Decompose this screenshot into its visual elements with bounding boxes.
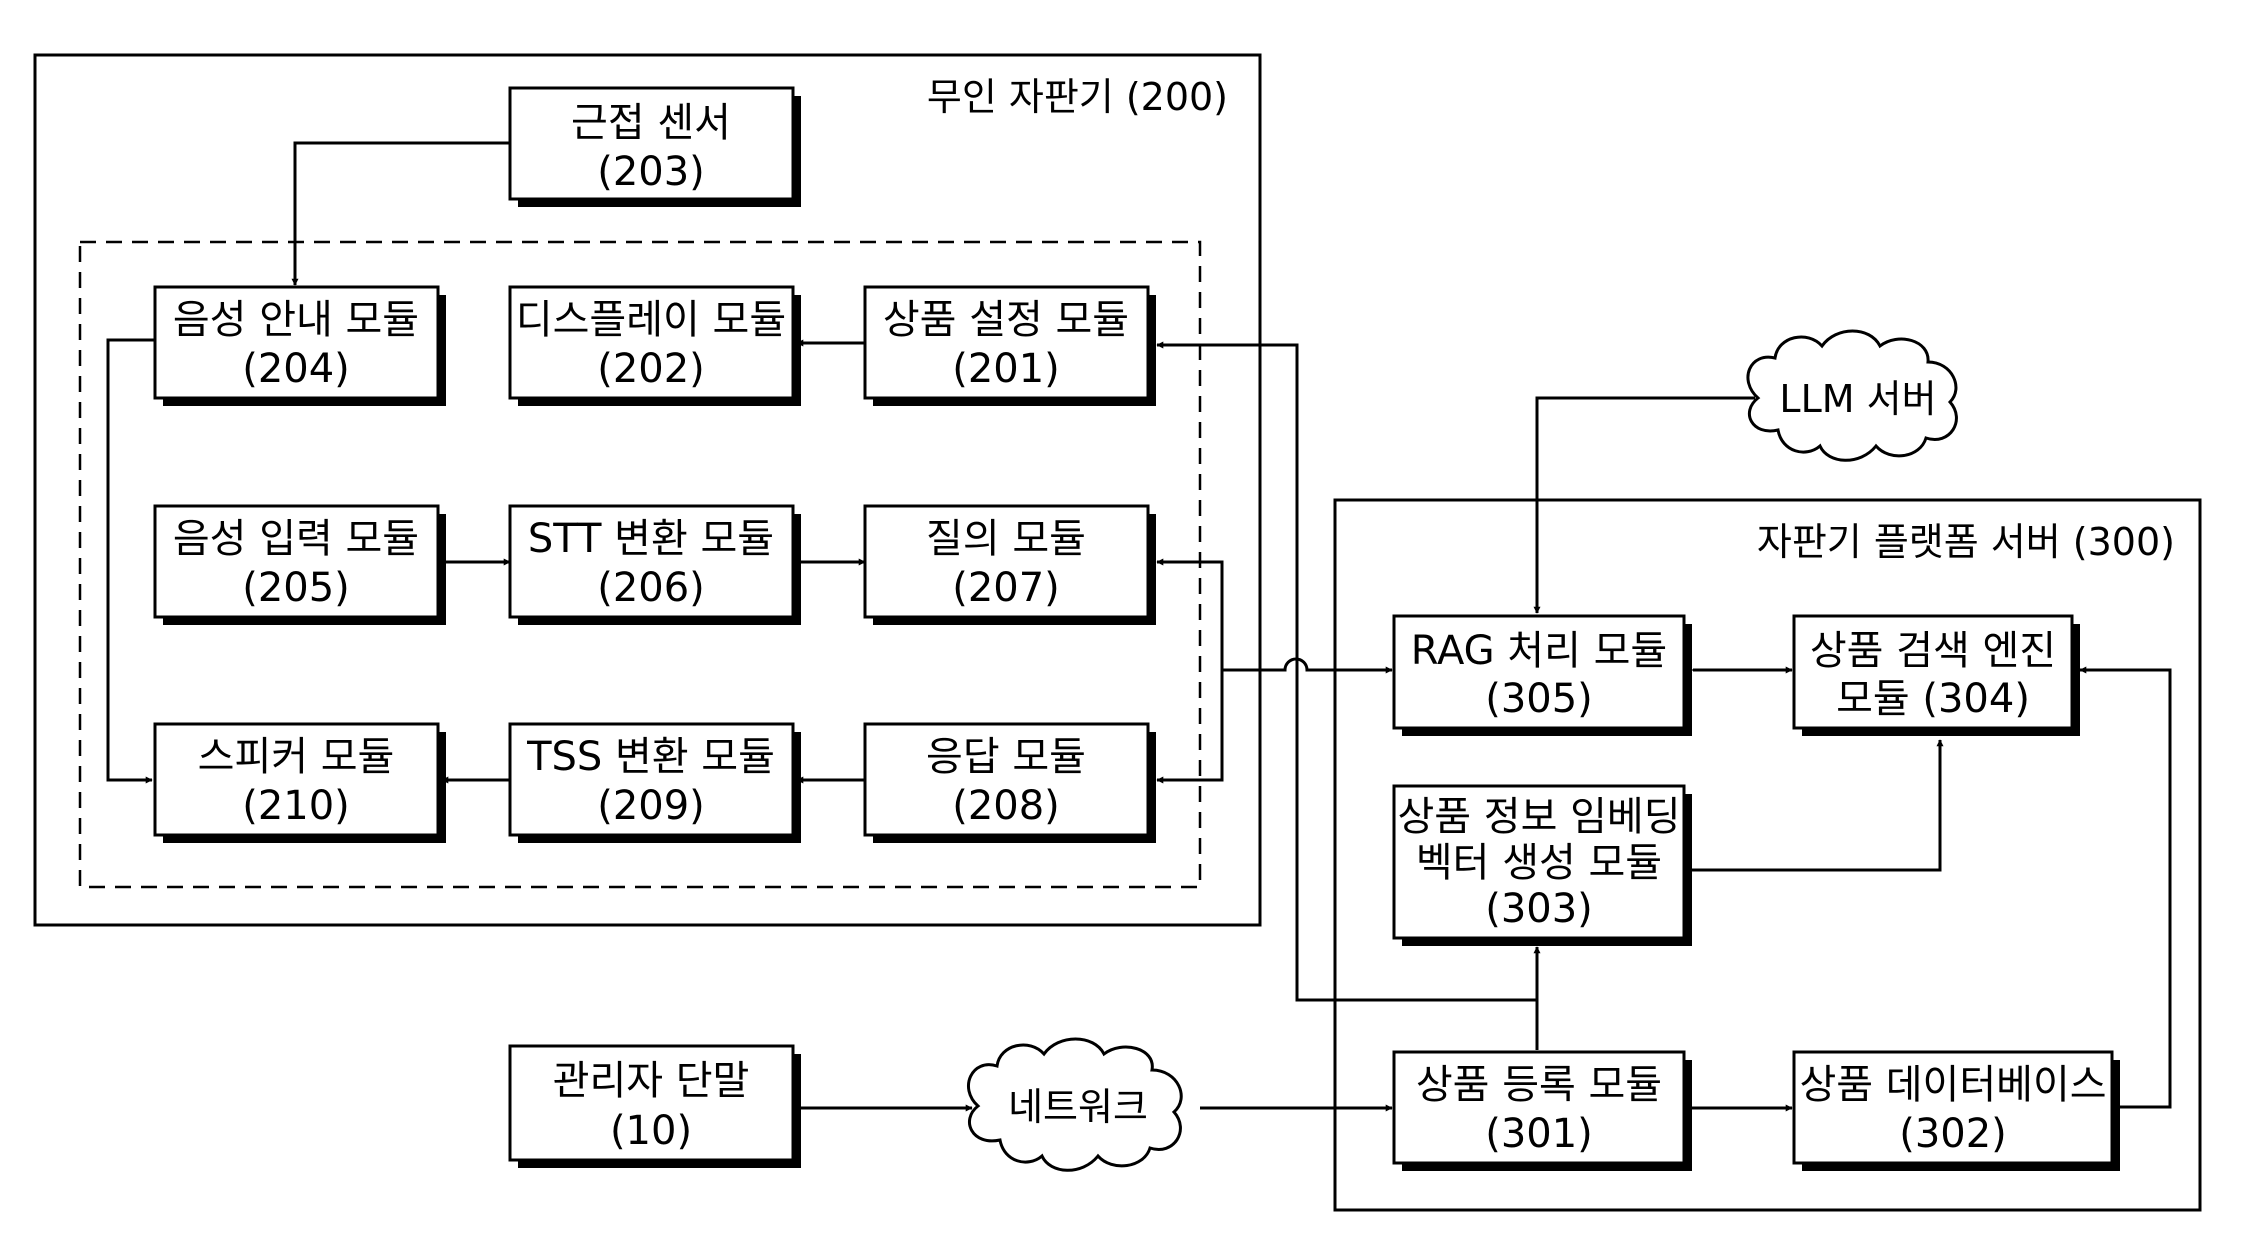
- box-10-line-1: 관리자 단말: [553, 1058, 750, 1104]
- box-201-line-2: (201): [952, 346, 1060, 392]
- box-210-line-2: (210): [242, 783, 350, 829]
- box-203-line-2: (203): [597, 149, 705, 195]
- wire-bus-to-208: [1156, 670, 1224, 784]
- box-305-line-2: (305): [1485, 676, 1593, 722]
- box-302-product-database: 상품 데이터베이스(302): [1792, 1050, 2120, 1171]
- box-202-line-1: 디스플레이 모듈: [516, 297, 786, 343]
- box-204-line-2: (204): [242, 346, 350, 392]
- box-201-product-setting-module: 상품 설정 모듈(201): [863, 285, 1156, 406]
- svg-text:상품 데이터베이스(302): 상품 데이터베이스(302): [1799, 1062, 2106, 1157]
- box-210-line-1: 스피커 모듈: [198, 734, 395, 780]
- box-301-line-1: 상품 등록 모듈: [1416, 1062, 1662, 1108]
- box-303-line-2: 벡터 생성 모듈: [1416, 840, 1662, 886]
- box-207-line-1: 질의 모듈: [926, 516, 1086, 562]
- svg-text:TSS 변환 모듈(209): TSS 변환 모듈(209): [526, 734, 775, 829]
- wire-llm-to-305: [1533, 396, 1755, 614]
- svg-text:상품 설정 모듈(201): 상품 설정 모듈(201): [883, 297, 1129, 392]
- box-208-response-module: 응답 모듈(208): [863, 722, 1156, 843]
- platform-server-title: 자판기 플랫폼 서버 (300): [1757, 520, 2175, 564]
- kiosk-container: 무인 자판기 (200): [33, 53, 1262, 927]
- kiosk-module-group: [78, 240, 1202, 889]
- box-201-line-1: 상품 설정 모듈: [883, 297, 1129, 343]
- box-302-line-1: 상품 데이터베이스: [1799, 1062, 2106, 1108]
- cloud-shape-icon: [967, 1037, 1183, 1172]
- box-305-line-1: RAG 처리 모듈: [1411, 628, 1667, 674]
- kiosk-title: 무인 자판기 (200): [927, 75, 1228, 119]
- wire-203-to-204: [291, 141, 510, 286]
- box-304-line-2: 모듈 (304): [1836, 676, 2030, 722]
- box-203-proximity-sensor: 근접 센서(203): [508, 86, 801, 207]
- box-302-line-2: (302): [1899, 1111, 2007, 1157]
- svg-text:응답 모듈(208): 응답 모듈(208): [926, 734, 1086, 829]
- box-204-line-1: 음성 안내 모듈: [173, 297, 419, 343]
- box-205-line-2: (205): [242, 565, 350, 611]
- box-204-voice-guide-module: 음성 안내 모듈(204): [153, 285, 446, 406]
- network-label: 네트워크: [1008, 1085, 1148, 1129]
- box-304-line-1: 상품 검색 엔진: [1810, 628, 2056, 674]
- platform-server-container: 자판기 플랫폼 서버 (300): [1333, 498, 2202, 1212]
- svg-text:관리자 단말(10): 관리자 단말(10): [553, 1058, 750, 1154]
- llm-server-label: LLM 서버: [1779, 377, 1936, 421]
- svg-text:STT 변환 모듈(206): STT 변환 모듈(206): [528, 516, 774, 611]
- box-207-query-module: 질의 모듈(207): [863, 504, 1156, 625]
- wire-302-304: [2079, 666, 2172, 1111]
- box-207-line-2: (207): [952, 565, 1060, 611]
- box-206-stt-module: STT 변환 모듈(206): [508, 504, 801, 625]
- box-209-line-2: (209): [597, 783, 705, 829]
- wire-bus-to-207: [1156, 558, 1224, 670]
- connections: [106, 141, 2172, 1112]
- box-10-line-2: (10): [610, 1108, 692, 1154]
- svg-text:음성 입력 모듈(205): 음성 입력 모듈(205): [173, 516, 419, 611]
- box-203-line-1: 근접 센서: [571, 100, 731, 146]
- svg-text:근접 센서(203): 근접 센서(203): [571, 100, 731, 195]
- network-cloud: 네트워크: [967, 1037, 1183, 1172]
- box-206-line-2: (206): [597, 565, 705, 611]
- box-202-line-2: (202): [597, 346, 705, 392]
- wire-204-to-210: [106, 338, 155, 784]
- svg-text:RAG 처리 모듈(305): RAG 처리 모듈(305): [1411, 628, 1667, 722]
- wire-303-to-304: [1683, 739, 1944, 872]
- box-210-speaker-module: 스피커 모듈(210): [153, 722, 446, 843]
- svg-text:스피커 모듈(210): 스피커 모듈(210): [198, 734, 395, 829]
- box-303-line-3: (303): [1485, 886, 1593, 932]
- box-208-line-1: 응답 모듈: [926, 734, 1086, 780]
- box-209-tss-module: TSS 변환 모듈(209): [508, 722, 801, 843]
- box-202-display-module: 디스플레이 모듈(202): [508, 285, 801, 406]
- svg-text:디스플레이 모듈(202): 디스플레이 모듈(202): [516, 297, 786, 392]
- box-301-registration-module: 상품 등록 모듈(301): [1392, 1050, 1692, 1171]
- box-205-voice-input-module: 음성 입력 모듈(205): [153, 504, 446, 625]
- cloud-shape-icon: [1746, 329, 1958, 462]
- box-208-line-2: (208): [952, 783, 1060, 829]
- box-305-rag-module: RAG 처리 모듈(305): [1392, 614, 1692, 736]
- box-303-line-1: 상품 정보 임베딩: [1397, 794, 1680, 840]
- box-206-line-1: STT 변환 모듈: [528, 516, 774, 562]
- llm-server-cloud: LLM 서버: [1746, 329, 1958, 462]
- wire-bus-to-305: [1222, 657, 1393, 674]
- box-209-line-1: TSS 변환 모듈: [526, 734, 775, 780]
- wire-301-to-201: [1156, 341, 1537, 1002]
- box-205-line-1: 음성 입력 모듈: [173, 516, 419, 562]
- box-10-admin-terminal: 관리자 단말(10): [508, 1044, 801, 1168]
- svg-text:상품 등록 모듈(301): 상품 등록 모듈(301): [1416, 1062, 1662, 1157]
- box-301-line-2: (301): [1485, 1111, 1593, 1157]
- svg-text:질의 모듈(207): 질의 모듈(207): [926, 516, 1086, 611]
- svg-text:음성 안내 모듈(204): 음성 안내 모듈(204): [173, 297, 419, 392]
